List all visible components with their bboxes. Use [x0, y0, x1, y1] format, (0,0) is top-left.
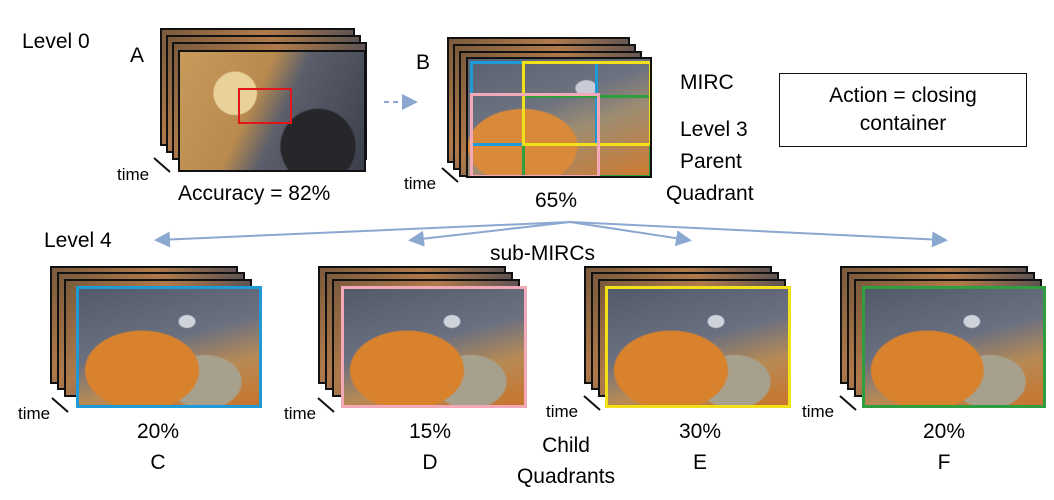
panel-a-letter: A — [130, 44, 145, 67]
arrow-to-c — [154, 221, 571, 248]
pct-c: 20% — [136, 420, 180, 443]
level3-label: Level 3 — [680, 118, 748, 141]
panel-b-letter: B — [416, 51, 431, 74]
quadrant-label: Quadrant — [666, 182, 754, 205]
submircs-label: sub-MIRCs — [490, 242, 596, 265]
time-tick-f — [839, 395, 857, 411]
arrow-to-e — [569, 221, 692, 247]
mirc-label: MIRC — [680, 71, 734, 94]
time-label-b: time — [404, 174, 437, 193]
parent-label: Parent — [680, 150, 742, 173]
child-label: Child — [542, 434, 590, 457]
letter-d: D — [422, 451, 438, 474]
time-tick-d — [317, 397, 335, 413]
time-tick-c — [51, 397, 69, 413]
time-tick-e — [583, 395, 601, 411]
pct-f: 20% — [922, 420, 966, 443]
letter-f: F — [937, 451, 951, 474]
frame-e — [605, 286, 791, 408]
time-label-f: time — [802, 402, 835, 421]
quadrant-yellow — [522, 61, 650, 146]
arrow-to-d — [408, 221, 571, 247]
frame-a — [178, 50, 366, 172]
quadrant-pink — [470, 93, 600, 176]
level4-label: Level 4 — [44, 229, 112, 252]
time-label-d: time — [284, 404, 317, 423]
letter-e: E — [692, 451, 708, 474]
frame-d — [341, 286, 527, 408]
frame-b — [466, 57, 652, 178]
action-box: Action = closing container — [779, 73, 1027, 147]
time-tick-a — [153, 157, 171, 173]
time-tick-b — [441, 167, 459, 183]
pct-e: 30% — [678, 420, 722, 443]
pct-d: 15% — [408, 420, 452, 443]
action-label: Action = closing container — [829, 83, 977, 135]
arrow-to-f — [569, 221, 948, 248]
time-label-a: time — [117, 165, 150, 184]
quadrants-label: Quadrants — [516, 465, 616, 488]
frame-c — [76, 286, 262, 408]
frame-f — [862, 286, 1046, 408]
level0-label: Level 0 — [22, 30, 90, 53]
roi-box — [238, 88, 292, 124]
time-label-e: time — [546, 402, 579, 421]
accuracy-label: Accuracy = 82% — [178, 182, 331, 205]
letter-c: C — [150, 451, 166, 474]
time-label-c: time — [18, 404, 51, 423]
pct-b: 65% — [535, 189, 578, 212]
